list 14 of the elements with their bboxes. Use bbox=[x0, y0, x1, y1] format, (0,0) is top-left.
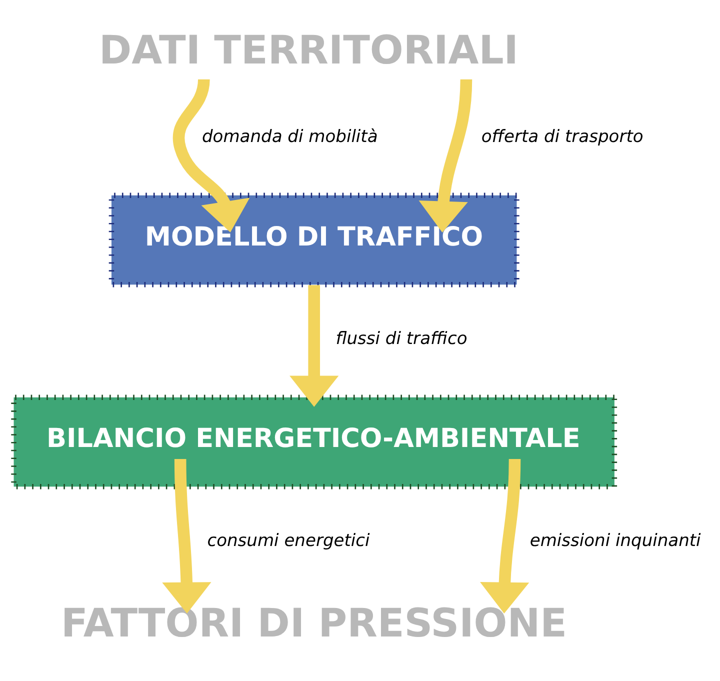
arrow bbox=[172, 78, 250, 232]
edge-label: offerta di trasporto bbox=[481, 126, 644, 147]
node-text: DATI TERRITORIALI bbox=[99, 27, 518, 74]
node-box: MODELLO DI TRAFFICO bbox=[108, 192, 520, 287]
edge-label: emissioni inquinanti bbox=[530, 530, 701, 551]
edge-label: consumi energetici bbox=[207, 530, 370, 551]
arrow bbox=[162, 458, 212, 613]
edge-label: flussi di traffico bbox=[336, 328, 468, 349]
arrow bbox=[480, 458, 530, 613]
arrow bbox=[418, 78, 472, 232]
node-text: FATTORI DI PRESSIONE bbox=[60, 600, 567, 646]
arrow bbox=[290, 284, 339, 406]
node-box: BILANCIO ENERGETICO-AMBIENTALE bbox=[11, 394, 618, 489]
edge-label: domanda di mobilità bbox=[202, 126, 378, 147]
